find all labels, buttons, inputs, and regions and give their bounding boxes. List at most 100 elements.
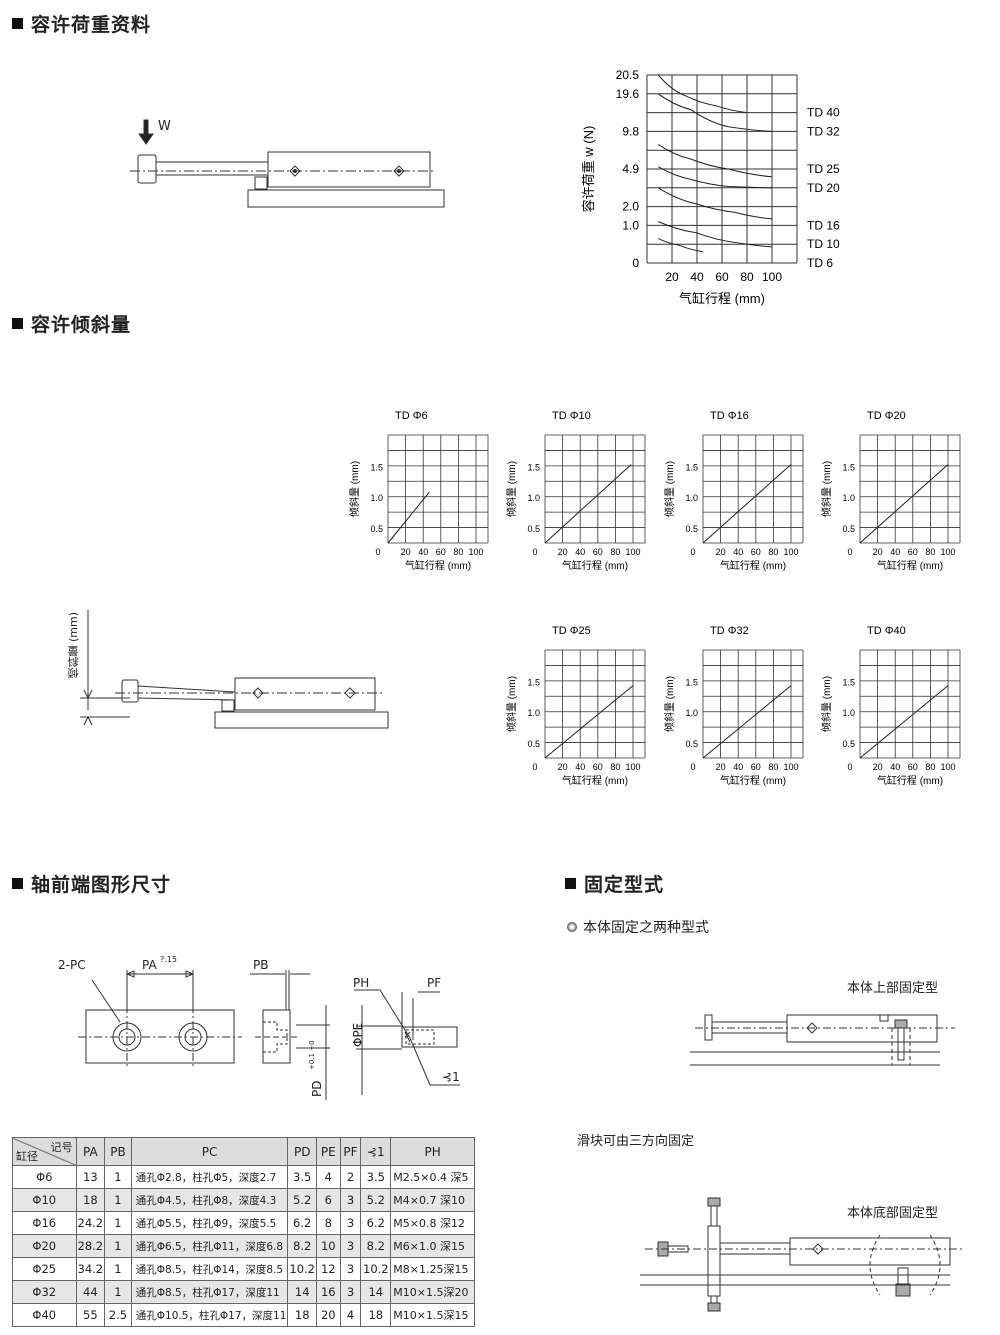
table-cell: Φ40 (12, 1303, 77, 1327)
x-tick-label: 0 (532, 762, 537, 772)
y-tick-label: 1.0 (685, 708, 698, 718)
x-axis-label: 气缸行程 (mm) (877, 559, 943, 572)
x-tick-label: 40 (690, 270, 704, 284)
table-cell: 28.2 (75, 1234, 106, 1258)
x-tick-label: 40 (733, 762, 743, 772)
y-axis-label: 容许荷重 w (N) (581, 126, 596, 213)
table-cell: 6.2 (360, 1211, 392, 1235)
table-cell: 通孔Φ10.5，柱孔Φ17，深度11 (130, 1303, 289, 1327)
table-cell: 14 (360, 1280, 392, 1304)
y-tick-label: 1.0 (685, 493, 698, 503)
y-axis-label: 倾斜量 (mm) (820, 461, 833, 517)
x-axis-label: 气缸行程 (mm) (877, 774, 943, 787)
y-tick-label: 1.5 (527, 678, 540, 688)
y-tick-label: 19.6 (616, 87, 640, 101)
table-cell: 通孔Φ4.5，柱孔Φ8，深度4.3 (130, 1188, 289, 1212)
down-arrow-icon (138, 119, 154, 145)
table-cell: Φ10 (12, 1188, 77, 1212)
legend-label: TD 20 (807, 181, 840, 195)
tilt-diagram (80, 610, 389, 729)
y-tick-label: 0.5 (842, 524, 855, 534)
y-axis-label: 倾斜量 (mm) (820, 676, 833, 732)
x-tick-label: 80 (768, 762, 778, 772)
table-cell: 1 (104, 1280, 132, 1304)
y-tick-label: 0.5 (685, 739, 698, 749)
x-tick-label: 100 (625, 762, 640, 772)
table-cell: 10 (316, 1234, 341, 1258)
col-header-wrench: ⊰1 (360, 1137, 392, 1166)
legend-label: TD 40 (807, 106, 840, 120)
y-tick-label: 0 (632, 256, 639, 270)
table-cell: 4 (316, 1165, 341, 1189)
load-diagram (130, 119, 445, 208)
pc-label: 2-PC (58, 958, 86, 972)
top-mount-diagram (690, 1014, 955, 1066)
series-line (658, 221, 773, 248)
three-direction-label: 滑块可由三方向固定 (577, 1134, 695, 1149)
wrench-icon: ⊰ (442, 1070, 453, 1084)
table-cell: M4×0.7 深10 (390, 1188, 475, 1212)
table-cell: 通孔Φ8.5，柱孔Φ14，深度8.5 (130, 1257, 289, 1281)
col-header-text: 1 (377, 1144, 385, 1159)
x-tick-label: 80 (740, 270, 754, 284)
table-cell: 通孔Φ5.5，柱孔Φ9，深度5.5 (130, 1211, 289, 1235)
table-cell: 55 (75, 1303, 106, 1327)
x-tick-label: 100 (940, 762, 955, 772)
x-tick-label: 60 (751, 547, 761, 557)
data-line (544, 464, 632, 544)
wrench-size: 1 (452, 1070, 460, 1084)
top-mount-label: 本体上部固定型 (847, 981, 939, 996)
table-cell: 3 (339, 1211, 362, 1235)
y-tick-label: 0.5 (527, 524, 540, 534)
table-cell: 5.2 (287, 1188, 317, 1212)
table-cell: M10×1.5深20 (390, 1280, 475, 1304)
y-tick-label: 1.5 (685, 463, 698, 473)
x-tick-label: 0 (690, 762, 695, 772)
legend-label: TD 16 (807, 218, 840, 232)
table-cell: Φ16 (12, 1211, 77, 1235)
table-cell: 3 (339, 1257, 362, 1281)
y-axis-label: 倾斜量 (mm) (348, 461, 361, 517)
x-tick-label: 80 (768, 547, 778, 557)
table-cell: 10.2 (287, 1257, 317, 1281)
x-tick-label: 40 (575, 762, 585, 772)
ph-label: PH (353, 976, 370, 990)
rod-end-diagram (78, 970, 460, 1100)
y-tick-label: 0.5 (370, 524, 383, 534)
square-bullet-icon (12, 18, 23, 29)
table-cell: 1 (104, 1188, 132, 1212)
x-tick-label: 40 (890, 762, 900, 772)
col-header: PH (390, 1137, 475, 1166)
col-header: PD (287, 1137, 317, 1166)
table-cell: 10.2 (360, 1257, 392, 1281)
legend-label: TD 10 (807, 237, 840, 251)
y-axis-label: 倾斜量 (mm) (505, 676, 518, 732)
table-cell: Φ20 (12, 1234, 77, 1258)
table-cell: 18 (287, 1303, 317, 1327)
y-tick-label: 1.0 (842, 708, 855, 718)
table-cell: Φ25 (12, 1257, 77, 1281)
tilt-axis-label: 倾斜量 (mm) (67, 612, 80, 679)
x-tick-label: 20 (401, 547, 411, 557)
pd-label: PD (310, 1080, 324, 1097)
y-tick-label: 1.5 (370, 463, 383, 473)
table-cell: M2.5×0.4 深5 (390, 1165, 475, 1189)
table-cell: 24.2 (75, 1211, 106, 1235)
x-tick-label: 0 (847, 547, 852, 557)
table-cell: Φ32 (12, 1280, 77, 1304)
section-tilt: 容许倾斜量 (12, 310, 131, 337)
y-tick-label: 2.0 (622, 200, 639, 214)
x-tick-label: 0 (847, 762, 852, 772)
